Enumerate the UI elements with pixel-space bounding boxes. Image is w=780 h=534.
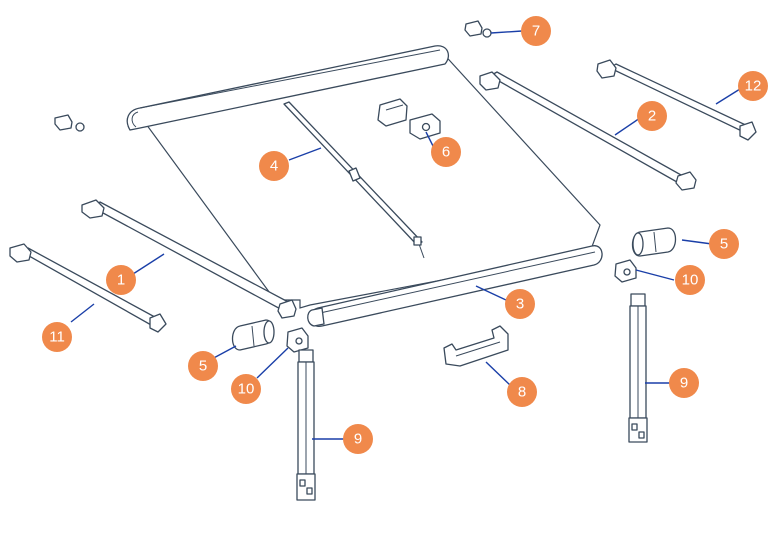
support-arm-right [479,71,697,191]
callout-3-label: 3 [516,296,524,313]
end-cap-clip-left [54,114,85,132]
mounting-bracket-right-10 [614,259,637,283]
callout-10a: 10 [231,374,261,404]
leader-8 [485,361,512,387]
callout-12-label: 12 [745,78,762,95]
end-cap-clip-7 [464,20,492,38]
callout-9b: 9 [669,368,699,398]
slide-rail-right [596,59,757,141]
callout-10b: 10 [675,265,705,295]
callout-9b-label: 9 [680,375,688,392]
top-roller-tube [126,45,449,131]
end-cap-left-5 [231,319,275,351]
callout-5a-label: 5 [199,358,207,375]
callout-9a: 9 [343,424,373,454]
leader-3 [475,285,507,301]
fabric-bracket-upper [377,98,408,127]
callout-5b: 5 [709,229,739,259]
callout-12: 12 [738,71,768,101]
callout-5b-label: 5 [720,236,728,253]
callout-7-label: 7 [532,23,540,40]
fabric-bracket-6 [409,113,441,140]
callout-3: 3 [505,289,535,319]
callout-9a-label: 9 [354,431,362,448]
end-cap-right-5 [631,227,677,257]
callout-2-label: 2 [648,108,656,125]
callout-5a: 5 [188,351,218,381]
slide-rail-left [9,243,167,333]
leader-2 [614,117,641,136]
callout-11: 11 [42,322,72,352]
callout-10a-label: 10 [238,381,255,398]
leader-12 [715,88,741,105]
leader-7 [490,30,523,34]
callout-11-label: 11 [49,329,65,346]
leader-4 [288,147,322,161]
leader-10a [256,347,289,379]
callout-8: 8 [507,377,537,407]
callout-8-label: 8 [518,384,526,401]
callout-6-label: 6 [442,144,450,161]
callout-6: 6 [431,137,461,167]
callout-4: 4 [259,151,289,181]
callout-7: 7 [521,16,551,46]
callout-1-label: 1 [117,272,125,289]
callout-2: 2 [637,101,667,131]
support-leg-left-9 [296,349,316,501]
leader-lines [70,30,741,440]
support-arm-left [81,199,297,319]
center-handle-8 [443,325,509,367]
callout-1: 1 [106,265,136,295]
callout-10b-label: 10 [682,272,699,289]
center-support-rod [283,101,425,259]
support-leg-right-9 [628,293,648,443]
mounting-bracket-left-10 [286,327,309,353]
front-lead-rail [307,245,603,327]
leader-1 [132,253,165,275]
leader-5b [681,239,713,245]
leader-10b [635,269,675,281]
callout-4-label: 4 [270,158,278,175]
leader-11 [70,303,95,323]
